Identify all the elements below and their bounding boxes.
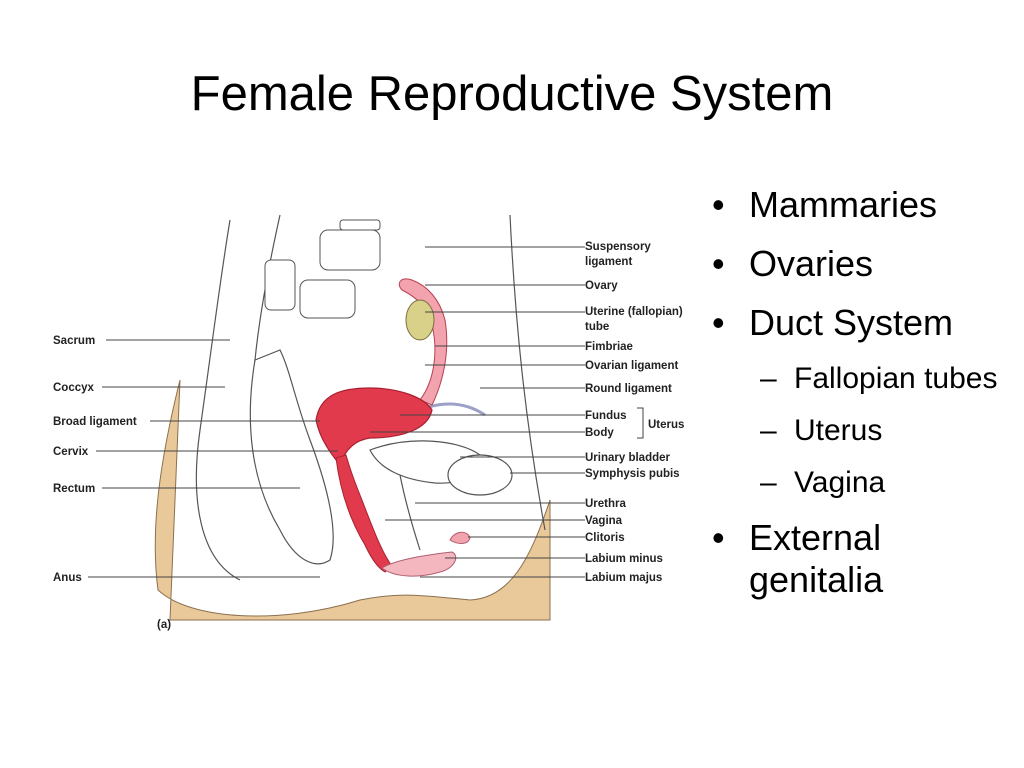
bullet-dot-icon: •	[712, 517, 725, 558]
bullet-dot-icon: •	[712, 243, 725, 284]
panel-label: (a)	[157, 619, 171, 631]
bullet-dot-icon: •	[712, 302, 725, 343]
sub-bullet-text: Vagina	[794, 466, 886, 499]
label-vagina: Vagina	[585, 515, 623, 527]
bullet-list: • Mammaries • Ovaries • Duct System – Fa…	[712, 184, 1012, 618]
body-outline	[195, 219, 241, 581]
urethra-shape	[399, 474, 421, 551]
clitoris-shape	[449, 531, 471, 544]
label-broad-ligament: Broad ligament	[53, 416, 137, 428]
label-uterine-tube-2: tube	[585, 321, 609, 333]
dash-icon: –	[760, 414, 777, 447]
bullet-text: External genitalia	[749, 517, 884, 600]
label-urinary-bladder: Urinary bladder	[585, 452, 671, 464]
label-symphysis-pubis: Symphysis pubis	[585, 468, 680, 480]
bullet-item: • Ovaries	[712, 243, 1012, 285]
labia-shape	[381, 551, 457, 577]
label-uterus: Uterus	[648, 419, 684, 431]
label-ovary: Ovary	[585, 280, 618, 292]
label-ovarian-ligament: Ovarian ligament	[585, 360, 678, 372]
label-suspensory-1: Suspensory	[585, 241, 651, 253]
anatomy-figure: Sacrum Coccyx Broad ligament Cervix Rect…	[40, 200, 720, 650]
bullet-dot-icon: •	[712, 184, 725, 225]
label-suspensory-2: ligament	[585, 256, 632, 268]
bullet-text: Ovaries	[749, 243, 874, 284]
vertebrae	[264, 219, 381, 319]
dash-icon: –	[760, 466, 777, 499]
label-anus: Anus	[53, 572, 82, 584]
label-uterine-tube-1: Uterine (fallopian)	[585, 306, 683, 318]
bullet-item: • Duct System	[712, 302, 1012, 344]
label-sacrum: Sacrum	[53, 335, 95, 347]
anatomy-diagram: Sacrum Coccyx Broad ligament Cervix Rect…	[53, 214, 684, 631]
sub-bullet-text: Fallopian tubes	[794, 362, 998, 395]
left-leader-lines	[88, 339, 338, 578]
sub-bullet-item: – Uterus	[712, 413, 1012, 448]
label-coccyx: Coccyx	[53, 382, 95, 394]
label-body: Body	[585, 427, 614, 439]
label-fimbriae: Fimbriae	[585, 341, 633, 353]
slide-title: Female Reproductive System	[190, 67, 834, 121]
sub-bullet-text: Uterus	[794, 414, 883, 447]
round-ligament-shape	[424, 402, 486, 417]
abdomen-outline	[509, 214, 546, 531]
label-cervix: Cervix	[53, 446, 89, 458]
bullet-text: Duct System	[749, 302, 954, 343]
label-labium-minus: Labium minus	[585, 553, 663, 565]
bullet-text: Mammaries	[749, 184, 938, 225]
label-urethra: Urethra	[585, 498, 627, 510]
bullet-item: • External genitalia	[712, 517, 1012, 601]
symphysis-shape	[447, 454, 513, 496]
fallopian-tube-shape	[398, 278, 448, 406]
sub-bullet-item: – Vagina	[712, 465, 1012, 500]
skin-region	[154, 379, 551, 621]
label-clitoris: Clitoris	[585, 532, 625, 544]
label-labium-majus: Labium majus	[585, 572, 662, 584]
label-round-ligament: Round ligament	[585, 383, 672, 395]
rectum-shape	[249, 349, 334, 565]
ovary-shape	[405, 299, 435, 341]
vagina-shape	[335, 454, 393, 573]
label-fundus: Fundus	[585, 410, 627, 422]
bullet-item: • Mammaries	[712, 184, 1012, 226]
dash-icon: –	[760, 362, 777, 395]
right-leader-lines	[370, 246, 585, 578]
uterus-bracket	[637, 407, 644, 439]
sub-bullet-item: – Fallopian tubes	[712, 361, 1012, 396]
label-rectum: Rectum	[53, 483, 95, 495]
